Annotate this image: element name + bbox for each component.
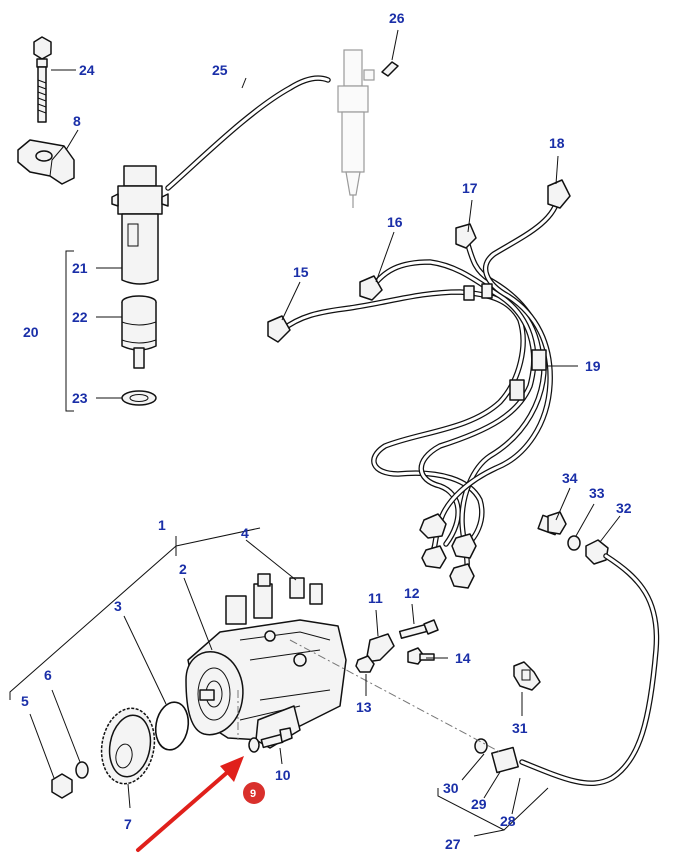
washer-part-6 (75, 761, 89, 779)
callout-18: 18 (549, 135, 565, 151)
callout-11: 11 (368, 590, 383, 606)
callout-5: 5 (21, 693, 29, 709)
leader-lines (9, 29, 621, 837)
pipe-nut-18 (547, 179, 571, 209)
callout-13: 13 (356, 699, 372, 715)
nut-part-5 (51, 773, 73, 799)
washer-part-30 (474, 738, 488, 754)
pipe-nut-15 (267, 315, 291, 343)
callout-30: 30 (443, 780, 459, 796)
bolt-part-14 (407, 647, 435, 665)
callout-21: 21 (72, 260, 88, 276)
callout-1: 1 (158, 517, 166, 533)
clip-part-31 (513, 661, 541, 691)
callout-34: 34 (562, 470, 578, 486)
washer-part-33 (567, 535, 581, 551)
cap-part-26 (381, 61, 399, 77)
callout-31: 31 (512, 720, 528, 736)
callout-6: 6 (44, 667, 52, 683)
callout-29: 29 (471, 796, 487, 812)
callout-26: 26 (389, 10, 405, 26)
pipe-clip-19 (463, 283, 547, 401)
bolt-part-12 (398, 619, 439, 639)
callout-32: 32 (616, 500, 632, 516)
callout-7: 7 (124, 816, 132, 832)
assembly-axis-line (289, 639, 501, 753)
group-bracket-20 (65, 250, 74, 412)
callout-labels: 1 2 3 4 5 6 7 8 9 10 11 12 13 14 15 16 1… (21, 10, 632, 852)
o-ring-part-3 (154, 701, 190, 751)
callout-19: 19 (585, 358, 601, 374)
pipe-nut-17 (455, 223, 477, 249)
highlight-arrow (136, 756, 244, 852)
callout-20: 20 (23, 324, 39, 340)
washer-part-23 (121, 390, 157, 406)
callout-28: 28 (500, 813, 516, 829)
banjo-bolt-part-34 (537, 511, 567, 536)
washer-part-9 (248, 737, 260, 753)
ghost-injector (337, 49, 375, 208)
callout-25: 25 (212, 62, 228, 78)
callout-15: 15 (293, 264, 309, 280)
callout-22: 22 (72, 309, 88, 325)
callout-17: 17 (462, 180, 478, 196)
nut-part-29 (491, 746, 519, 774)
leakoff-pipe-part-25 (165, 75, 331, 191)
gear-part-7 (100, 707, 156, 785)
callout-33: 33 (589, 485, 605, 501)
injector-holder-part-21 (111, 165, 169, 285)
bolt-part-10 (260, 727, 293, 749)
callout-12: 12 (404, 585, 420, 601)
bolt-part-24 (33, 36, 52, 123)
callout-8: 8 (73, 113, 81, 129)
callout-10: 10 (275, 767, 291, 783)
callout-9: 9 (250, 788, 256, 800)
highlight-badge-9 (243, 782, 265, 804)
callout-4: 4 (241, 525, 249, 541)
callout-2: 2 (179, 561, 187, 577)
nut-part-13 (355, 655, 375, 673)
callout-23: 23 (72, 390, 88, 406)
injection-pipes (279, 193, 561, 575)
callout-3: 3 (114, 598, 122, 614)
callout-27: 27 (445, 836, 461, 852)
callout-14: 14 (455, 650, 471, 666)
callout-16: 16 (387, 214, 403, 230)
sleeve-part-22 (121, 295, 157, 369)
pipe-nuts-lower (419, 513, 477, 589)
callout-24: 24 (79, 62, 95, 78)
injection-pump-part-2 (185, 573, 347, 749)
clamp-part-8 (17, 139, 75, 185)
fitting-part-32 (585, 539, 609, 565)
